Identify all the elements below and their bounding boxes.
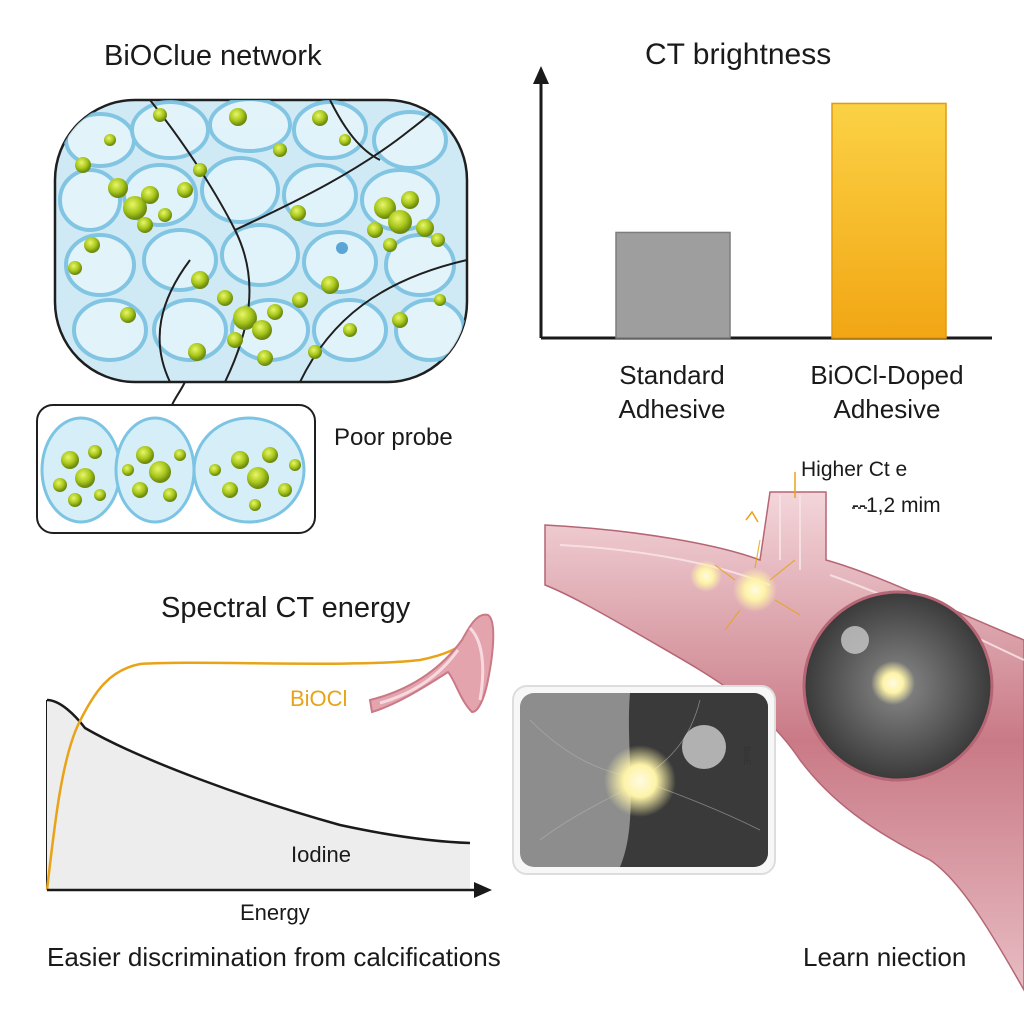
spectral-x-label: Energy <box>240 900 310 925</box>
dish-spot-2 <box>682 725 726 769</box>
curl-vessel-graphic <box>368 613 495 714</box>
ct-chart-title: CT brightness <box>645 38 832 71</box>
inset-particles <box>53 445 301 511</box>
iodine-area <box>47 700 470 890</box>
ct-dish <box>512 685 776 875</box>
vessel-annotation-2: --1,2 mim <box>852 494 941 517</box>
blue-particle <box>336 242 348 254</box>
nodule-small <box>690 560 722 592</box>
annot-marker <box>745 510 759 523</box>
lumen-bright-spot <box>871 661 915 705</box>
network-title: BiOClue network <box>104 40 322 72</box>
bioci-label: BiOCl <box>290 686 348 711</box>
vessel-annotation-1: Higher Ct e <box>801 458 908 481</box>
network-panel <box>53 98 469 406</box>
dish-dark-half <box>620 693 768 867</box>
spectral-plot <box>45 613 495 898</box>
nodule-rays <box>714 539 801 631</box>
iodine-label: Iodine <box>291 842 351 867</box>
probe-inset <box>36 404 316 534</box>
iodine-curve <box>46 698 471 845</box>
vessel-caption: Learn niection <box>803 942 967 972</box>
connector-line <box>171 381 186 406</box>
spectral-title: Spectral CT energy <box>161 592 411 624</box>
ct-chart <box>533 66 992 340</box>
cell-3 <box>192 416 306 524</box>
bioci-curve <box>45 637 471 891</box>
network-cells <box>58 100 467 382</box>
y-axis-arrow <box>533 66 549 84</box>
probe-label: Poor probe <box>334 424 453 451</box>
category-label-doped: BiOCl-Doped Adhesive <box>810 360 964 424</box>
category-label-standard: Standard Adhesive <box>618 360 726 424</box>
spectral-x-arrow <box>474 882 492 898</box>
bioci-particles <box>68 108 446 366</box>
vessel-panel <box>544 472 1024 992</box>
bar-bioci-doped-adhesive <box>831 102 947 339</box>
dish-bright-spot <box>604 745 676 817</box>
lumen-spot-2 <box>841 626 869 654</box>
nodule-large <box>733 568 777 612</box>
spectral-caption: Easier discrimination from calcification… <box>47 942 501 972</box>
dish-side-label: BioE <box>742 746 752 766</box>
bar-standard-adhesive <box>615 231 731 339</box>
